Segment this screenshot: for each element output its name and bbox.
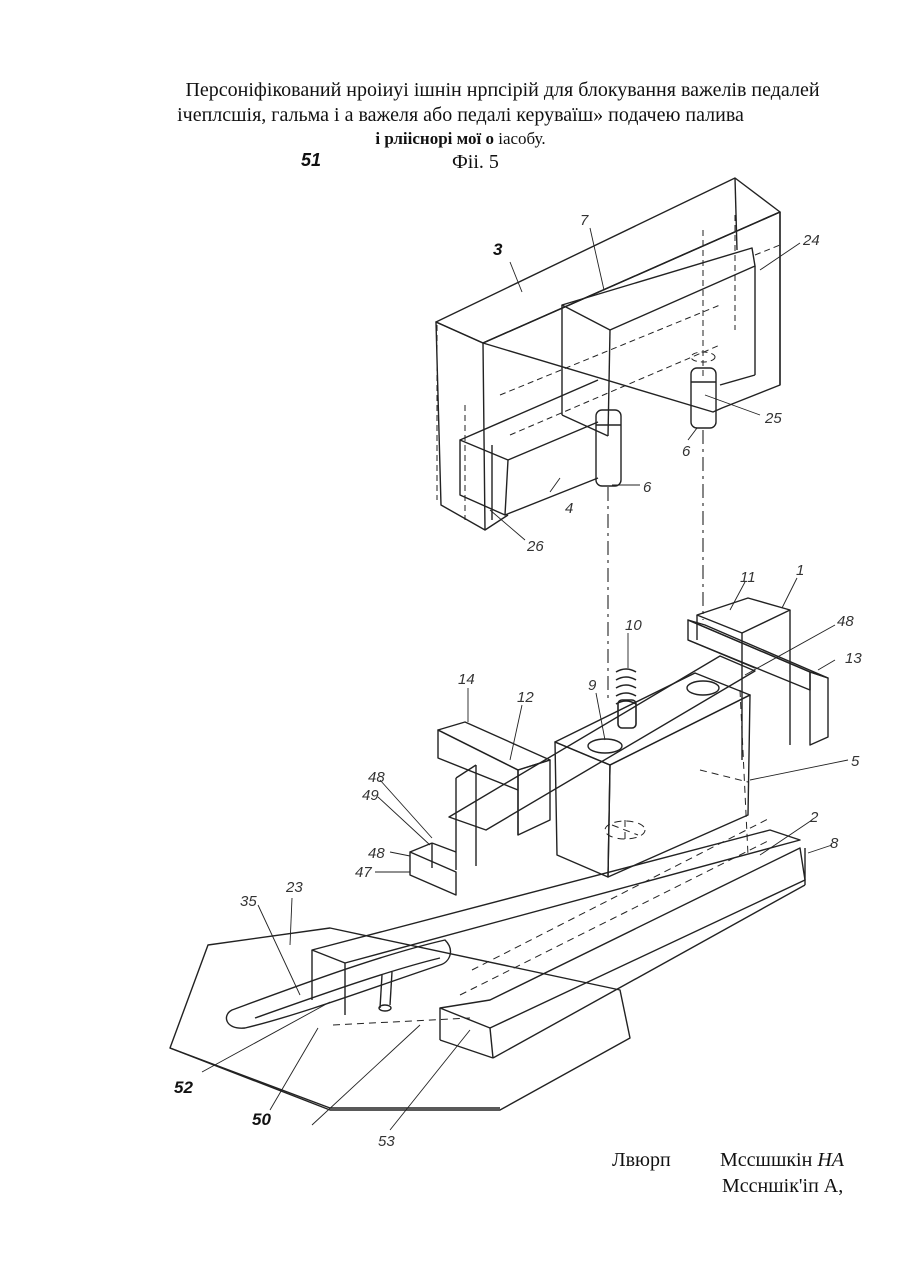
label-26: 26: [526, 538, 544, 555]
label-52: 52: [174, 1078, 193, 1097]
label-14: 14: [458, 671, 475, 688]
label-13: 13: [845, 650, 862, 667]
label-3: 3: [493, 240, 503, 259]
label-35: 35: [240, 893, 257, 910]
label-48-top: 48: [837, 613, 854, 630]
label-2: 2: [809, 809, 819, 826]
label-48-mid: 48: [368, 769, 385, 786]
signature-role: Лвюрп: [612, 1149, 671, 1172]
label-48-low: 48: [368, 845, 385, 862]
label-8: 8: [830, 835, 839, 852]
label-10: 10: [625, 617, 642, 634]
signature-name-1: Мссшшкін НА: [720, 1149, 844, 1172]
label-50: 50: [252, 1110, 271, 1129]
label-24: 24: [802, 232, 820, 249]
alignment-lines: [608, 430, 703, 700]
label-53: 53: [378, 1133, 395, 1150]
label-47: 47: [355, 864, 372, 881]
reference-labels: 3 7 24 25 6 6 4 26 11 1 48 13 10 9 14 12…: [174, 212, 862, 1150]
label-25: 25: [764, 410, 782, 427]
label-49: 49: [362, 787, 379, 804]
label-6-left: 6: [643, 479, 652, 496]
upper-block: [436, 178, 780, 530]
signature-name-2: Мссншік'іп А,: [722, 1175, 843, 1198]
label-23: 23: [285, 879, 303, 896]
label-6-right: 6: [682, 443, 691, 460]
signature-name-1-prefix: Мссшшкін: [720, 1149, 817, 1171]
base-assembly: [170, 598, 828, 1110]
leader-lines: [202, 228, 848, 1130]
label-11: 11: [740, 569, 756, 586]
label-5: 5: [851, 753, 860, 770]
label-1: 1: [796, 562, 804, 579]
signature-name-1-italic: НА: [817, 1149, 844, 1171]
label-12: 12: [517, 689, 534, 706]
label-4: 4: [565, 500, 573, 517]
label-7: 7: [580, 212, 589, 229]
label-9: 9: [588, 677, 597, 694]
